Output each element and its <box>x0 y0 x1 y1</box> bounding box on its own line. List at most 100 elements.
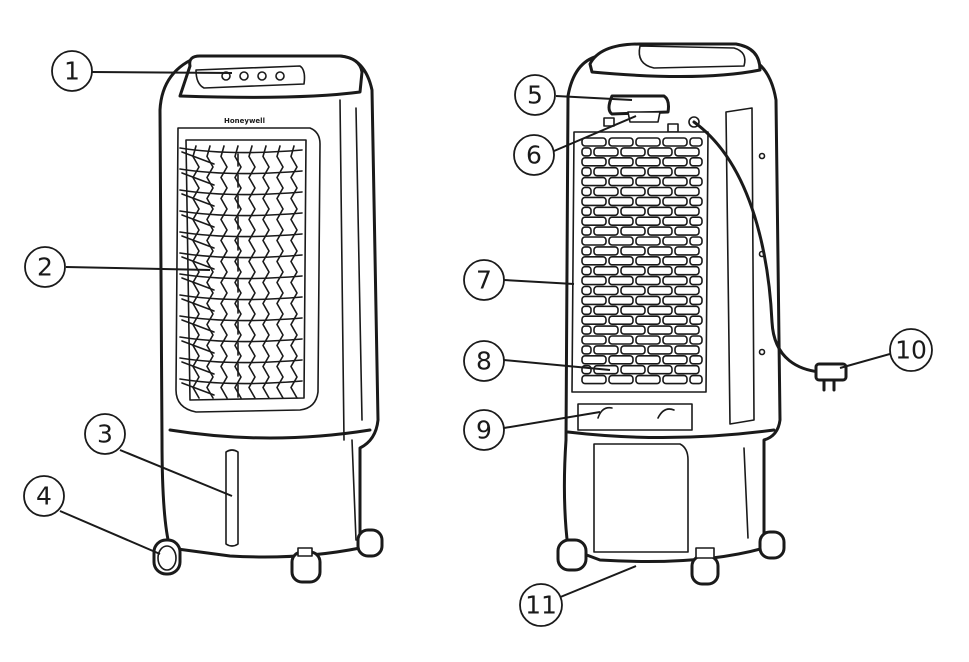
filter-cell <box>608 335 634 345</box>
filter-cell <box>689 196 703 207</box>
louver-vane <box>220 145 228 399</box>
filter-cell <box>635 157 661 167</box>
leader-1 <box>91 71 233 74</box>
filter-cell <box>647 364 673 375</box>
louver-vane <box>276 145 284 399</box>
filter-cell <box>662 137 688 147</box>
filter-cell <box>635 255 661 266</box>
filter-cell <box>662 157 688 167</box>
filter-cell <box>647 186 673 197</box>
filter-cell <box>647 166 673 177</box>
filter-cell <box>635 176 661 187</box>
louver-blade <box>181 298 239 314</box>
louver-vane <box>248 145 256 399</box>
filter-cell <box>635 335 661 345</box>
filter-cell <box>608 137 634 147</box>
filter-cell <box>593 226 619 236</box>
callout-5: 5 <box>514 74 556 116</box>
filter-cell <box>662 196 688 207</box>
svg-text:6: 6 <box>526 141 542 170</box>
filter-cell <box>620 364 646 375</box>
filter-cell <box>674 186 700 197</box>
filter-cell <box>620 147 646 157</box>
louver-slat <box>179 378 303 385</box>
power-cord <box>692 120 822 374</box>
latch <box>603 117 615 127</box>
brand-logo: Honeywell <box>224 117 265 125</box>
filter-cell <box>647 206 673 217</box>
filter-cell <box>581 255 607 266</box>
louver-blade <box>181 277 239 293</box>
louver-slat <box>179 294 303 301</box>
control-button <box>275 71 285 81</box>
leader-lines <box>59 71 891 599</box>
filter-cell <box>620 345 646 355</box>
leader-10 <box>839 353 891 369</box>
filter-cell <box>581 275 607 286</box>
filter-cell <box>593 265 619 276</box>
side-vent <box>758 152 766 160</box>
filter-cell <box>581 157 607 167</box>
filter-cell <box>647 147 673 157</box>
svg-text:10: 10 <box>895 336 927 365</box>
filter-cell <box>581 137 607 147</box>
louver-blade <box>181 361 239 377</box>
filter-cell <box>674 265 700 276</box>
front-right-caster <box>290 547 322 584</box>
filter-cell <box>608 354 634 365</box>
filter-cell <box>662 176 688 187</box>
filter-cell <box>581 295 607 306</box>
svg-text:4: 4 <box>36 482 52 511</box>
filter-cell <box>608 196 634 207</box>
filter-cell <box>662 335 688 345</box>
honeycomb-filter <box>581 137 703 385</box>
louver-vane <box>262 145 270 399</box>
filter-cell <box>689 236 703 246</box>
filter-cell <box>689 137 703 147</box>
control-button <box>257 71 267 81</box>
louver-slat <box>179 168 303 175</box>
svg-text:3: 3 <box>97 420 113 449</box>
filter-cell <box>662 216 688 226</box>
filter-cell <box>635 374 661 385</box>
filter-cell <box>608 275 634 286</box>
filter-cell <box>593 345 619 355</box>
filter-cell <box>581 147 592 157</box>
filter-cell <box>662 295 688 306</box>
leader-11 <box>557 565 637 599</box>
callout-7: 7 <box>463 259 505 301</box>
filter-cell <box>608 255 634 266</box>
latch <box>667 123 679 133</box>
filter-cell <box>581 265 592 276</box>
leader-9 <box>503 411 601 429</box>
filter-cell <box>608 374 634 385</box>
side-vent <box>758 348 766 356</box>
filter-cell <box>608 315 634 326</box>
leader-6 <box>553 115 637 152</box>
filter-cell <box>689 335 703 345</box>
callout-4: 4 <box>23 475 65 517</box>
filter-cell <box>662 275 688 286</box>
svg-text:1: 1 <box>64 57 80 86</box>
rear-view-cooler <box>556 42 848 586</box>
filter-cell <box>689 255 703 266</box>
louver-vane <box>206 145 214 399</box>
svg-text:8: 8 <box>476 347 492 376</box>
filter-cell <box>593 305 619 316</box>
callout-1: 1 <box>51 50 93 92</box>
rear-right-caster <box>758 530 786 560</box>
svg-text:5: 5 <box>527 81 543 110</box>
filter-cell <box>608 157 634 167</box>
filter-cell <box>647 265 673 276</box>
filter-cell <box>620 186 646 197</box>
filter-cell <box>608 295 634 306</box>
filter-cell <box>581 196 607 207</box>
filter-cell <box>689 354 703 365</box>
callout-3: 3 <box>84 413 126 455</box>
filter-cell <box>674 206 700 217</box>
filter-cell <box>689 374 703 385</box>
filter-cell <box>674 166 700 177</box>
louver-slat <box>179 315 303 322</box>
filter-cell <box>593 325 619 335</box>
